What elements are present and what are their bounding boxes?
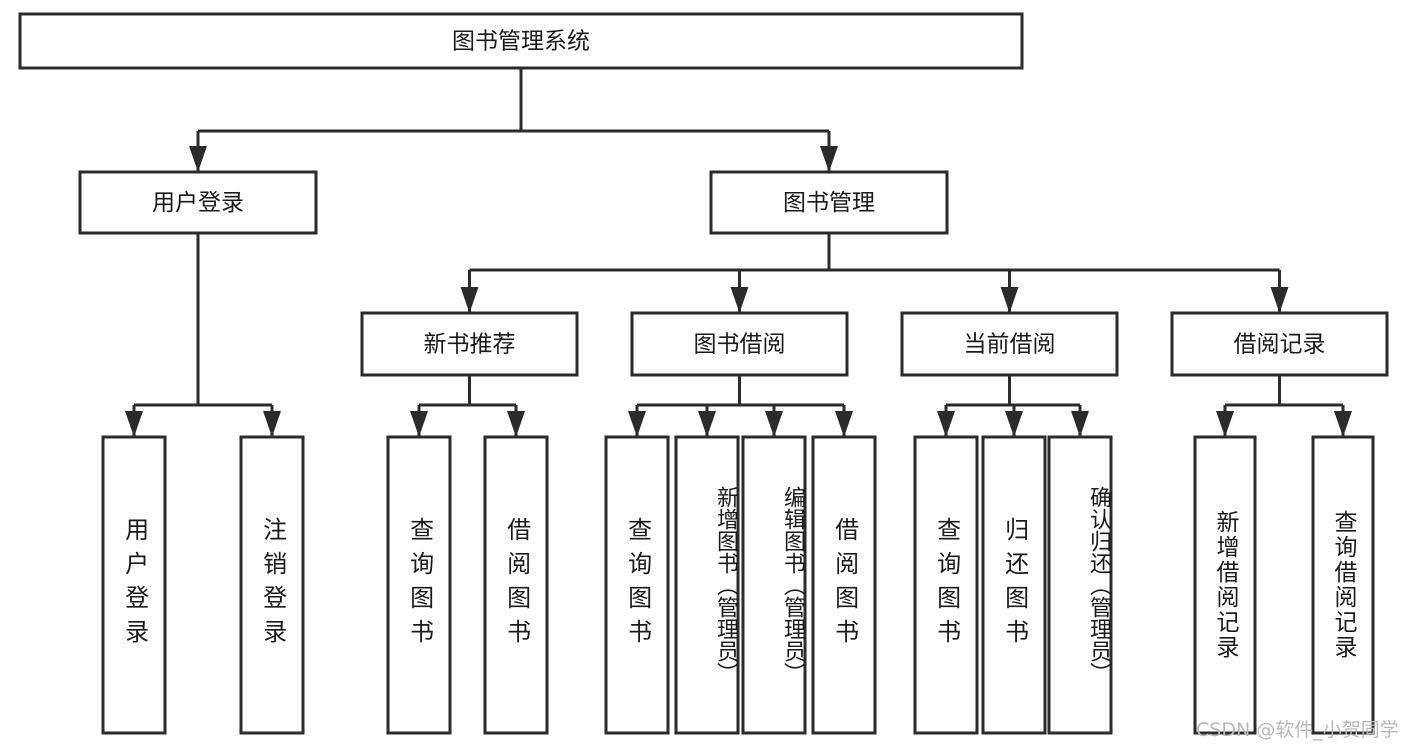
node-box-current-borrow[interactable]	[900, 311, 1119, 377]
node-label-book-borrow: 图书借阅	[694, 332, 786, 358]
arrow-head-level3	[460, 287, 479, 313]
node-box-root[interactable]	[18, 12, 1024, 70]
node-box-borrow-record[interactable]	[1170, 311, 1389, 377]
arrow-head-leaf	[263, 411, 281, 437]
node-label-book-manage: 图书管理	[783, 190, 875, 216]
arrow-head-level3	[1270, 287, 1289, 313]
arrow-head-leaf	[765, 411, 783, 437]
arrow-head-leaf	[1005, 411, 1023, 437]
node-box-leaf-query-book-3[interactable]	[913, 435, 979, 735]
arrow-head-level3	[1000, 287, 1019, 313]
boxes-layer	[18, 12, 1389, 735]
arrow-head-level2	[820, 146, 838, 172]
node-box-leaf-borrow-book-1[interactable]	[483, 435, 549, 735]
arrow-head-leaf	[125, 411, 143, 437]
node-label-new-book-rec: 新书推荐	[424, 332, 516, 358]
arrow-head-leaf	[628, 411, 646, 437]
csdn-watermark: CSDN @软件_小贺同学	[1196, 719, 1399, 741]
node-box-new-book-rec[interactable]	[360, 311, 579, 377]
node-box-leaf-edit-book[interactable]	[741, 435, 807, 735]
node-box-leaf-user-login[interactable]	[101, 435, 167, 735]
node-box-leaf-confirm-return[interactable]	[1047, 435, 1113, 735]
node-box-leaf-logout[interactable]	[239, 435, 305, 735]
arrow-head-leaf	[507, 411, 525, 437]
node-box-book-borrow[interactable]	[630, 311, 849, 377]
node-box-user-login[interactable]	[78, 170, 318, 235]
arrow-head-leaf	[1071, 411, 1089, 437]
arrow-head-leaf	[410, 411, 428, 437]
node-box-leaf-query-book-2[interactable]	[604, 435, 670, 735]
node-box-leaf-add-book[interactable]	[674, 435, 740, 735]
node-box-book-manage[interactable]	[709, 170, 949, 235]
arrow-head-leaf	[835, 411, 853, 437]
node-box-leaf-borrow-book-2[interactable]	[811, 435, 877, 735]
node-box-leaf-query-record[interactable]	[1311, 435, 1375, 735]
arrow-head-leaf	[937, 411, 955, 437]
node-box-leaf-return-book[interactable]	[981, 435, 1047, 735]
node-label-user-login: 用户登录	[152, 190, 244, 216]
arrow-head-level3	[730, 287, 749, 313]
arrow-head-leaf	[1334, 411, 1352, 437]
node-label-root: 图书管理系统	[452, 29, 590, 55]
node-label-borrow-record: 借阅记录	[1234, 332, 1326, 358]
node-box-leaf-query-book-1[interactable]	[386, 435, 452, 735]
arrow-head-leaf	[1216, 411, 1234, 437]
node-label-current-borrow: 当前借阅	[964, 332, 1056, 358]
connectors-layer	[125, 68, 1352, 437]
arrow-head-leaf	[698, 411, 716, 437]
node-box-leaf-add-record[interactable]	[1193, 435, 1257, 735]
arrow-head-level2	[189, 146, 207, 172]
